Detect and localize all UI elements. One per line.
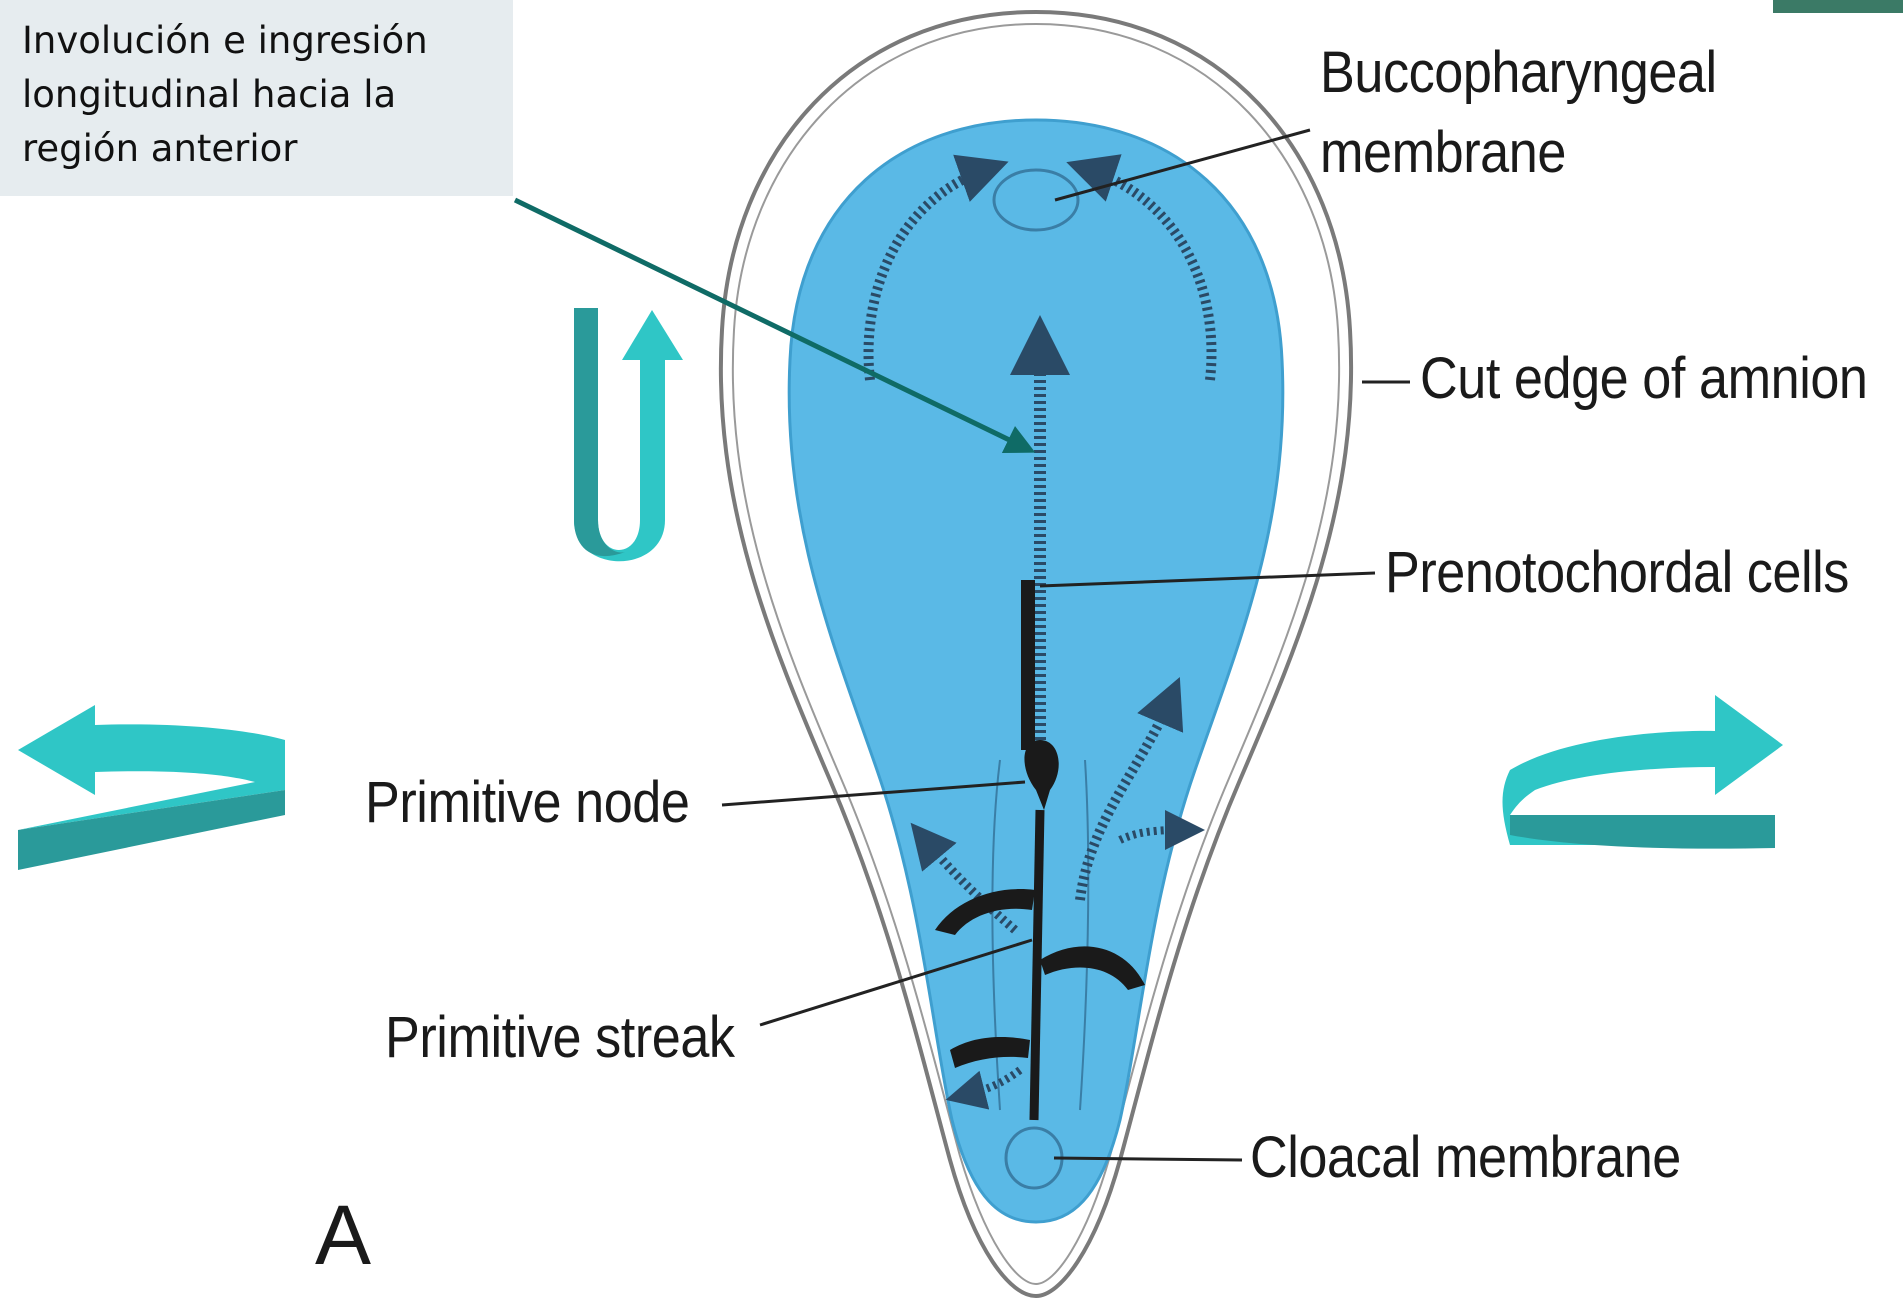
label-buccopharyngeal-1: Buccopharyngeal — [1320, 40, 1717, 106]
curved-arrow-icon — [18, 705, 285, 870]
label-primitive-streak: Primitive streak — [385, 1005, 735, 1071]
label-buccopharyngeal-2: membrane — [1320, 120, 1566, 186]
panel-letter: A — [315, 1190, 371, 1280]
callout-line-3: región anterior — [22, 122, 495, 176]
prenotochordal-cells — [1021, 580, 1035, 750]
callout-line-2: longitudinal hacia la — [22, 68, 495, 122]
label-prenotochordal-cells: Prenotochordal cells — [1385, 540, 1849, 606]
primitive-streak — [1034, 810, 1040, 1120]
label-cloacal-membrane: Cloacal membrane — [1250, 1125, 1681, 1191]
label-primitive-node: Primitive node — [365, 770, 689, 836]
corner-tab — [1773, 0, 1903, 13]
callout-line-1: Involución e ingresión — [22, 14, 495, 68]
label-cut-edge-amnion: Cut edge of amnion — [1420, 346, 1868, 412]
callout-box: Involución e ingresión longitudinal haci… — [0, 0, 513, 196]
curved-arrow-icon — [1503, 695, 1784, 849]
rotation-arrow-icon — [574, 308, 683, 561]
